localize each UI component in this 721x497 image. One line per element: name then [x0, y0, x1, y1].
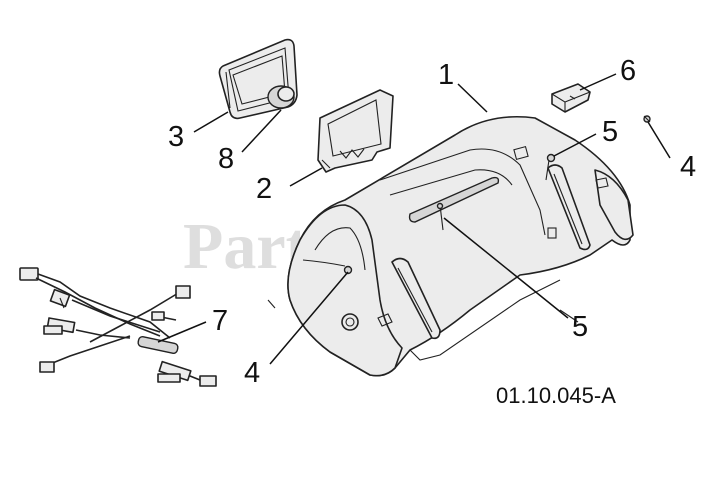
leader-2 [289, 167, 323, 187]
callout-6: 6 [620, 55, 636, 87]
hood-center-slot [408, 176, 500, 223]
leader-5-upper [553, 133, 597, 157]
callout-8: 8 [218, 143, 234, 175]
callout-2: 2 [256, 173, 272, 205]
leader-lines [157, 73, 671, 365]
switch-part [551, 83, 591, 113]
leader-3 [193, 111, 229, 133]
callout-3: 3 [168, 121, 184, 153]
callout-5-upper: 5 [602, 116, 618, 148]
callout-4-right: 4 [680, 151, 696, 183]
headlight-part [218, 38, 298, 120]
screw-part-right [643, 115, 651, 123]
leader-1 [457, 83, 488, 113]
headlight-bracket-part [317, 89, 394, 173]
callout-1: 1 [438, 59, 454, 91]
screw-part-left [343, 265, 353, 275]
wiring-harness-part [19, 267, 217, 387]
leader-6 [579, 73, 617, 91]
leader-4-left [269, 271, 349, 365]
diagram-reference-code: 01.10.045-A [496, 383, 616, 408]
leader-8 [241, 109, 282, 153]
leader-5-lower [443, 217, 569, 319]
hood-part [267, 115, 634, 377]
callout-7: 7 [212, 305, 228, 337]
clip-part-upper [545, 153, 556, 181]
callout-5-lower: 5 [572, 311, 588, 343]
clip-part-lower [436, 202, 444, 231]
leader-7 [157, 321, 207, 343]
leader-4-right [647, 121, 671, 159]
callout-4-left: 4 [244, 357, 260, 389]
